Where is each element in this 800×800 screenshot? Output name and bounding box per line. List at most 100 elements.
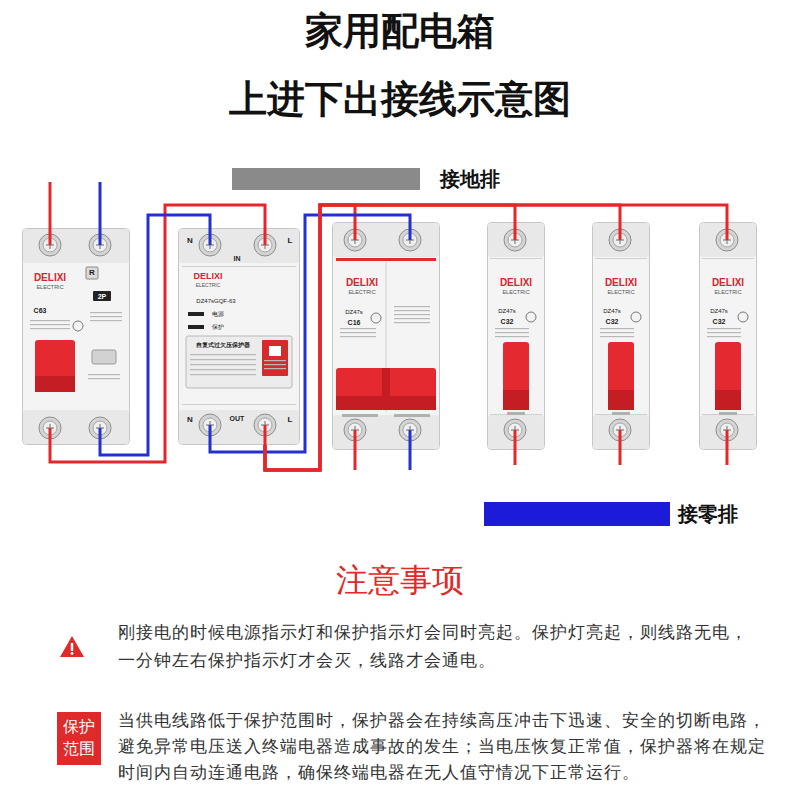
wire [265,205,620,470]
device-marking: DZ47s [498,308,516,314]
breaker-housing [333,223,440,450]
device-marking: L [288,416,293,424]
terminal-cover [333,223,439,257]
fine-print-mark [264,368,286,369]
warning-icon [60,636,84,657]
outgoing-wire [409,448,412,470]
terminal-screw [504,419,526,450]
device-marking: L [288,237,293,245]
device-marking: C63 [34,307,47,314]
toggle-slot [612,412,630,415]
terminal-cover [23,410,129,444]
device-marking: DELIXI [346,278,378,288]
fine-print-mark [88,374,120,375]
label-panel [186,336,292,388]
cert-mark [631,312,641,322]
toggle-lever [35,340,75,392]
device-marking: ELECTRIC [714,290,741,296]
breaker-illustration [22,228,130,445]
device-marking: 2P [98,293,107,300]
toggle-lever [608,390,634,410]
device-marking: 电源 [212,311,224,317]
terminal-screw [716,419,738,450]
housing-edge [702,258,754,259]
breaker-illustration [699,222,757,450]
terminal-screw [89,228,111,256]
toggle-lever [336,368,436,410]
housing-edge [490,258,542,259]
terminal-screw [199,414,221,445]
reset-button [86,267,98,279]
device-marking: DELIXI [605,278,637,288]
tag-text: 保护范围 [63,716,95,761]
fine-print-mark [90,320,122,321]
breaker-housing [179,229,300,445]
warning-label [269,346,281,356]
fine-print-mark [707,332,741,333]
warning-icon [71,652,74,655]
device-marking: ELECTRIC [607,290,634,296]
wire-end [619,430,622,450]
toggle-lever [336,396,436,410]
fine-print-mark [190,354,256,355]
terminal-cover [593,415,649,449]
toggle-bridge [382,368,390,396]
wire [265,205,515,470]
device-marking: OUT [230,415,245,422]
single-pole-breaker: DELIXI ELECTRIC DZ47sC32 [592,222,650,450]
device-marking: DZ47s [603,308,621,314]
page-title: 家用配电箱 上进下出接线示意图 [200,0,600,133]
device-marking: ELECTRIC [196,283,221,288]
toggle-lever [35,376,75,392]
fine-print-mark [495,336,529,337]
pole-badge [93,291,111,301]
housing-edge [182,266,296,267]
fine-print-mark [495,332,529,333]
toggle-slot [507,412,525,415]
wire-end [99,428,102,445]
section-heading: 注意事项 [0,556,800,604]
device-marking: N [187,237,193,245]
terminal-screw [609,222,631,251]
wire-end [99,228,102,245]
terminal-screw [89,417,111,445]
wire-end [726,430,729,450]
fine-print-mark [264,364,286,365]
fine-print-mark [30,324,70,325]
wire-end [619,222,622,240]
device-marking: C32 [606,318,619,325]
device-marking: ELECTRIC [502,290,529,296]
breaker-housing [593,223,650,450]
note-text: 当供电线路低于保护范围时，保护器会在持续高压冲击下迅速、安全的切断电路，避免异常… [118,707,770,785]
wire-end [514,430,517,450]
earth-bar: 接地排 [232,168,420,190]
terminal-screw [344,419,366,450]
fine-print-mark [394,318,430,319]
wire-end [354,222,357,240]
protection-range-tag: 保护范围 [57,712,101,765]
breaker-illustration [487,222,545,450]
wire-end [354,430,357,450]
fine-print-mark [90,316,122,317]
wire [265,205,727,470]
device-marking: DZ47sGQF-63 [196,298,235,304]
wire-end [209,425,212,445]
note-text: 刚接电的时候电源指示灯和保护指示灯会同时亮起。保护灯亮起，则线路无电，一分钟左右… [118,618,758,674]
wire-end [264,425,267,445]
terminal-screw [609,419,631,450]
bar-label: 接地排 [440,169,500,189]
device-marking: DELIXI [500,278,532,288]
fine-print-mark [190,374,256,375]
device-marking: C16 [348,319,361,326]
fine-print-mark [90,312,122,313]
fine-print-mark [707,336,741,337]
breaker-housing [488,223,545,450]
fine-print-mark [340,332,376,333]
wire-end [409,430,412,450]
device-marking: DZ47s [710,308,728,314]
single-pole-breaker: DELIXIELECTRICDZ47sC32 [487,222,545,450]
toggle-lever [715,390,741,410]
fine-print-mark [707,328,741,329]
red-stripe [336,258,436,261]
breaker-housing [700,223,757,450]
